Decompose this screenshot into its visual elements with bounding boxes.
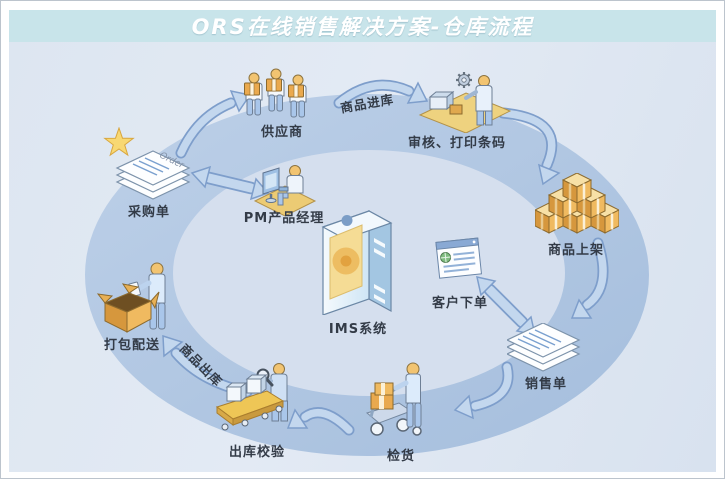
shelf-boxes-icon — [535, 173, 619, 235]
arrow-customerorder-salesorder-two-way — [476, 276, 536, 336]
page-title: ORS在线销售解决方案-仓库流程 — [191, 15, 534, 39]
arrow-purchase-pm-two-way — [190, 165, 270, 201]
packing-delivery-label: 打包配送 — [103, 338, 161, 353]
arrow-inspect-to-shelf — [497, 107, 561, 186]
goods-inbound-arrow — [333, 79, 429, 109]
title-bar: ORS在线销售解决方案-仓库流程 — [9, 10, 716, 42]
ims-box-icon — [321, 209, 393, 315]
sales-order-label: 销售单 — [524, 377, 568, 392]
product-manager-icon — [253, 165, 317, 217]
picking-cart-icon — [365, 362, 422, 436]
sales-order-icon — [507, 323, 580, 372]
picking-label: 检货 — [386, 449, 416, 464]
supplier-label: 供应商 — [260, 125, 304, 140]
outbound-check-icon — [215, 363, 288, 431]
arrow-picking-to-outboundcheck — [286, 407, 355, 436]
globe-icon — [440, 251, 452, 263]
arrow-purchase-to-supplier — [175, 89, 252, 159]
supplier-icon — [244, 68, 307, 118]
arrow-shelf-to-salesorder — [570, 237, 609, 319]
outbound-check-label: 出库校验 — [228, 445, 286, 460]
arrow-salesorder-to-picking — [453, 361, 514, 420]
star-icon — [103, 127, 135, 157]
inspect-print-barcode-icon — [418, 72, 512, 133]
purchase-order-icon: Order — [103, 127, 190, 200]
customer-order-label: 客户下单 — [431, 296, 489, 311]
customer-order-icon — [435, 237, 483, 279]
put-on-shelf-label: 商品上架 — [547, 243, 605, 258]
purchase-order-label: 采购单 — [127, 205, 171, 220]
gear-icon — [456, 72, 472, 88]
product-manager-label: PM产品经理 — [243, 211, 325, 226]
inspect-print-barcode-label: 审核、打印条码 — [407, 136, 507, 151]
ims-system-label: IMS系统 — [328, 322, 388, 337]
packing-box-icon — [97, 262, 166, 333]
